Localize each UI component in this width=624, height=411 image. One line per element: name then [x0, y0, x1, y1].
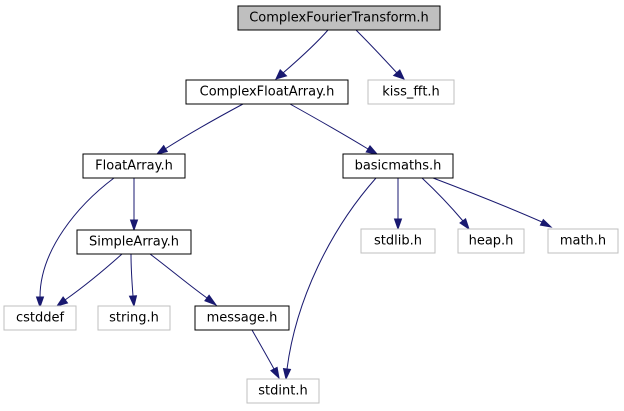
- node-label: message.h: [207, 311, 278, 326]
- node-complexfouriertransform: ComplexFourierTransform.h: [237, 5, 441, 31]
- node-label: SimpleArray.h: [89, 235, 179, 250]
- node-simplearray[interactable]: SimpleArray.h: [76, 229, 192, 255]
- node-label: ComplexFourierTransform.h: [249, 11, 429, 26]
- edge-floatarray-to-cstddef: [35, 177, 115, 309]
- node-stdint: stdint.h: [246, 378, 320, 404]
- node-label: ComplexFloatArray.h: [200, 85, 335, 100]
- node-label: stdlib.h: [374, 234, 422, 249]
- node-label: cstddef: [16, 311, 65, 326]
- nodes: ComplexFourierTransform.h ComplexFloatAr…: [3, 5, 619, 404]
- node-string: string.h: [97, 305, 171, 331]
- edge-complexfloatarray-to-basicmaths: [289, 103, 379, 155]
- edge-basicmaths-to-heap: [421, 177, 470, 231]
- node-message[interactable]: message.h: [194, 305, 290, 331]
- edge-simplearray-to-string: [128, 253, 138, 308]
- edge-basicmaths-to-stdlib: [393, 178, 403, 231]
- edge-complexfloatarray-to-floatarray: [155, 103, 244, 155]
- edge-simplearray-to-cstddef: [55, 253, 123, 307]
- node-basicmaths[interactable]: basicmaths.h: [342, 153, 454, 179]
- node-complexfloatarray[interactable]: ComplexFloatArray.h: [185, 79, 349, 105]
- edge-complexfouriertransform-to-complexfloatarray: [275, 29, 329, 80]
- edge-simplearray-to-message: [149, 253, 218, 307]
- edges: [35, 29, 553, 381]
- node-floatarray[interactable]: FloatArray.h: [82, 153, 186, 179]
- node-heap: heap.h: [457, 228, 525, 254]
- node-label: basicmaths.h: [355, 159, 442, 174]
- node-label: kiss_fft.h: [382, 85, 440, 100]
- node-label: math.h: [560, 234, 606, 249]
- edge-basicmaths-to-stdint: [282, 177, 377, 381]
- node-stdlib: stdlib.h: [360, 228, 436, 254]
- node-label: heap.h: [469, 234, 514, 249]
- edge-basicmaths-to-math: [432, 177, 553, 228]
- edge-message-to-stdint: [251, 329, 280, 380]
- node-label: stdint.h: [258, 384, 307, 399]
- node-math: math.h: [547, 228, 619, 254]
- node-label: string.h: [109, 311, 159, 326]
- node-cstddef: cstddef: [3, 305, 77, 331]
- node-kiss-fft: kiss_fft.h: [367, 79, 455, 105]
- edge-complexfouriertransform-to-kiss-fft: [355, 29, 405, 80]
- edge-floatarray-to-simplearray: [129, 178, 139, 232]
- node-label: FloatArray.h: [95, 159, 173, 174]
